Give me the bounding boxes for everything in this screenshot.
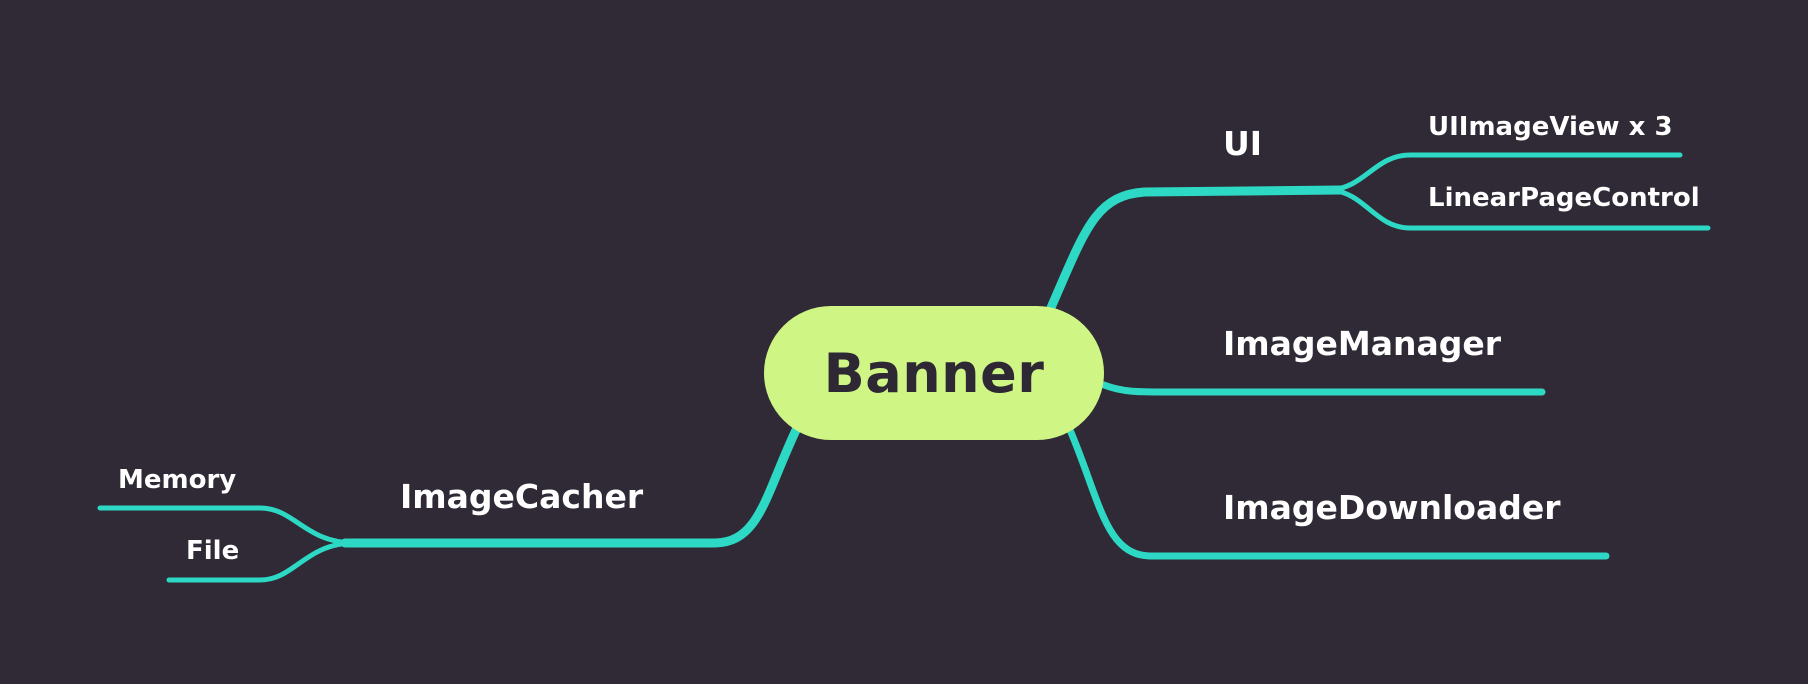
- branch-line-uiimageview: [1327, 152, 1683, 193]
- branch-line-imagemanager: [1100, 381, 1546, 396]
- node-file[interactable]: File: [186, 536, 240, 566]
- node-memory[interactable]: Memory: [118, 465, 237, 495]
- node-imagemanager[interactable]: ImageManager: [1223, 324, 1502, 363]
- node-uiimageview[interactable]: UIImageView x 3: [1428, 112, 1673, 142]
- root-label: Banner: [823, 341, 1045, 405]
- branch-line-memory: [97, 505, 358, 546]
- branch-line-ui: [1045, 185, 1345, 315]
- node-linearpagecontrol[interactable]: LinearPageControl: [1428, 183, 1700, 213]
- node-imagedownloader[interactable]: ImageDownloader: [1223, 488, 1561, 527]
- branch-line-imagecacher: [340, 423, 802, 548]
- root-node[interactable]: Banner: [764, 306, 1104, 440]
- branch-line-imagedownloader: [1066, 426, 1610, 560]
- branch-line-linearpagecontrol: [1327, 187, 1711, 231]
- branch-line-file: [166, 540, 358, 583]
- node-imagecacher[interactable]: ImageCacher: [400, 477, 644, 516]
- node-ui[interactable]: UI: [1223, 124, 1263, 163]
